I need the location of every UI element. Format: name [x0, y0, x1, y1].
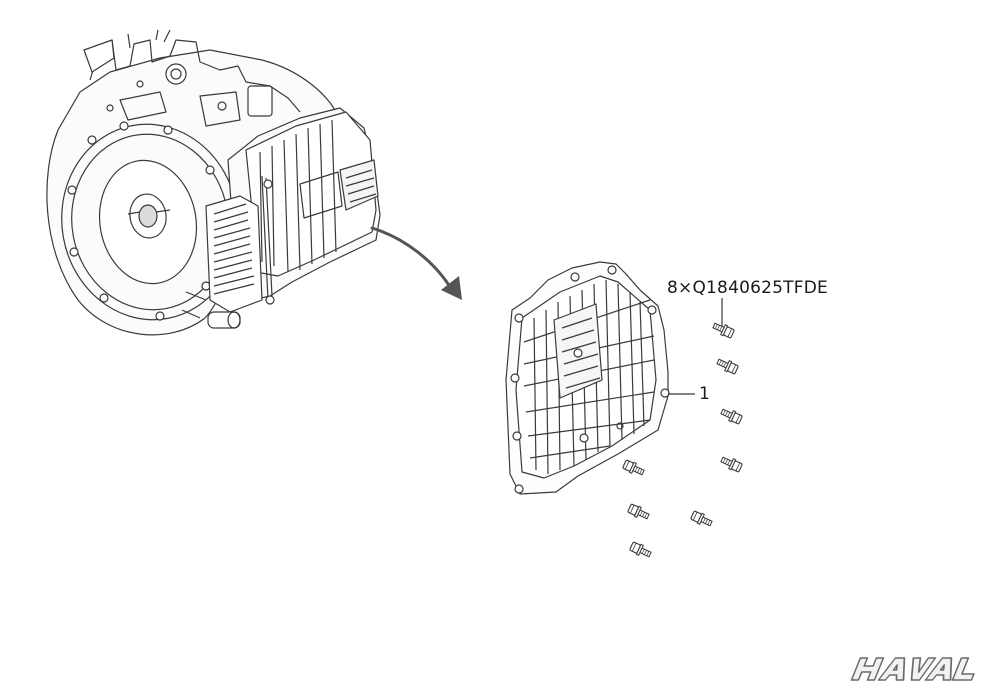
direction-arrow	[370, 226, 462, 300]
bolt-icon	[715, 355, 740, 376]
oil-pan-icon	[505, 261, 670, 495]
part-number-label: 1	[699, 384, 710, 404]
bolt-icon	[711, 319, 736, 340]
bolt-icon	[689, 509, 714, 530]
bolt-icon	[626, 502, 651, 523]
transmission-assembly-icon	[46, 29, 381, 336]
haval-logo	[850, 657, 975, 681]
bolt-icon	[621, 458, 646, 479]
bolt-spec-label: 8×Q1840625TFDE	[667, 278, 828, 298]
bolt-icon	[719, 453, 744, 474]
leader-lines	[668, 298, 723, 395]
bolt-icon	[628, 540, 653, 561]
bolt-icon	[719, 405, 744, 426]
